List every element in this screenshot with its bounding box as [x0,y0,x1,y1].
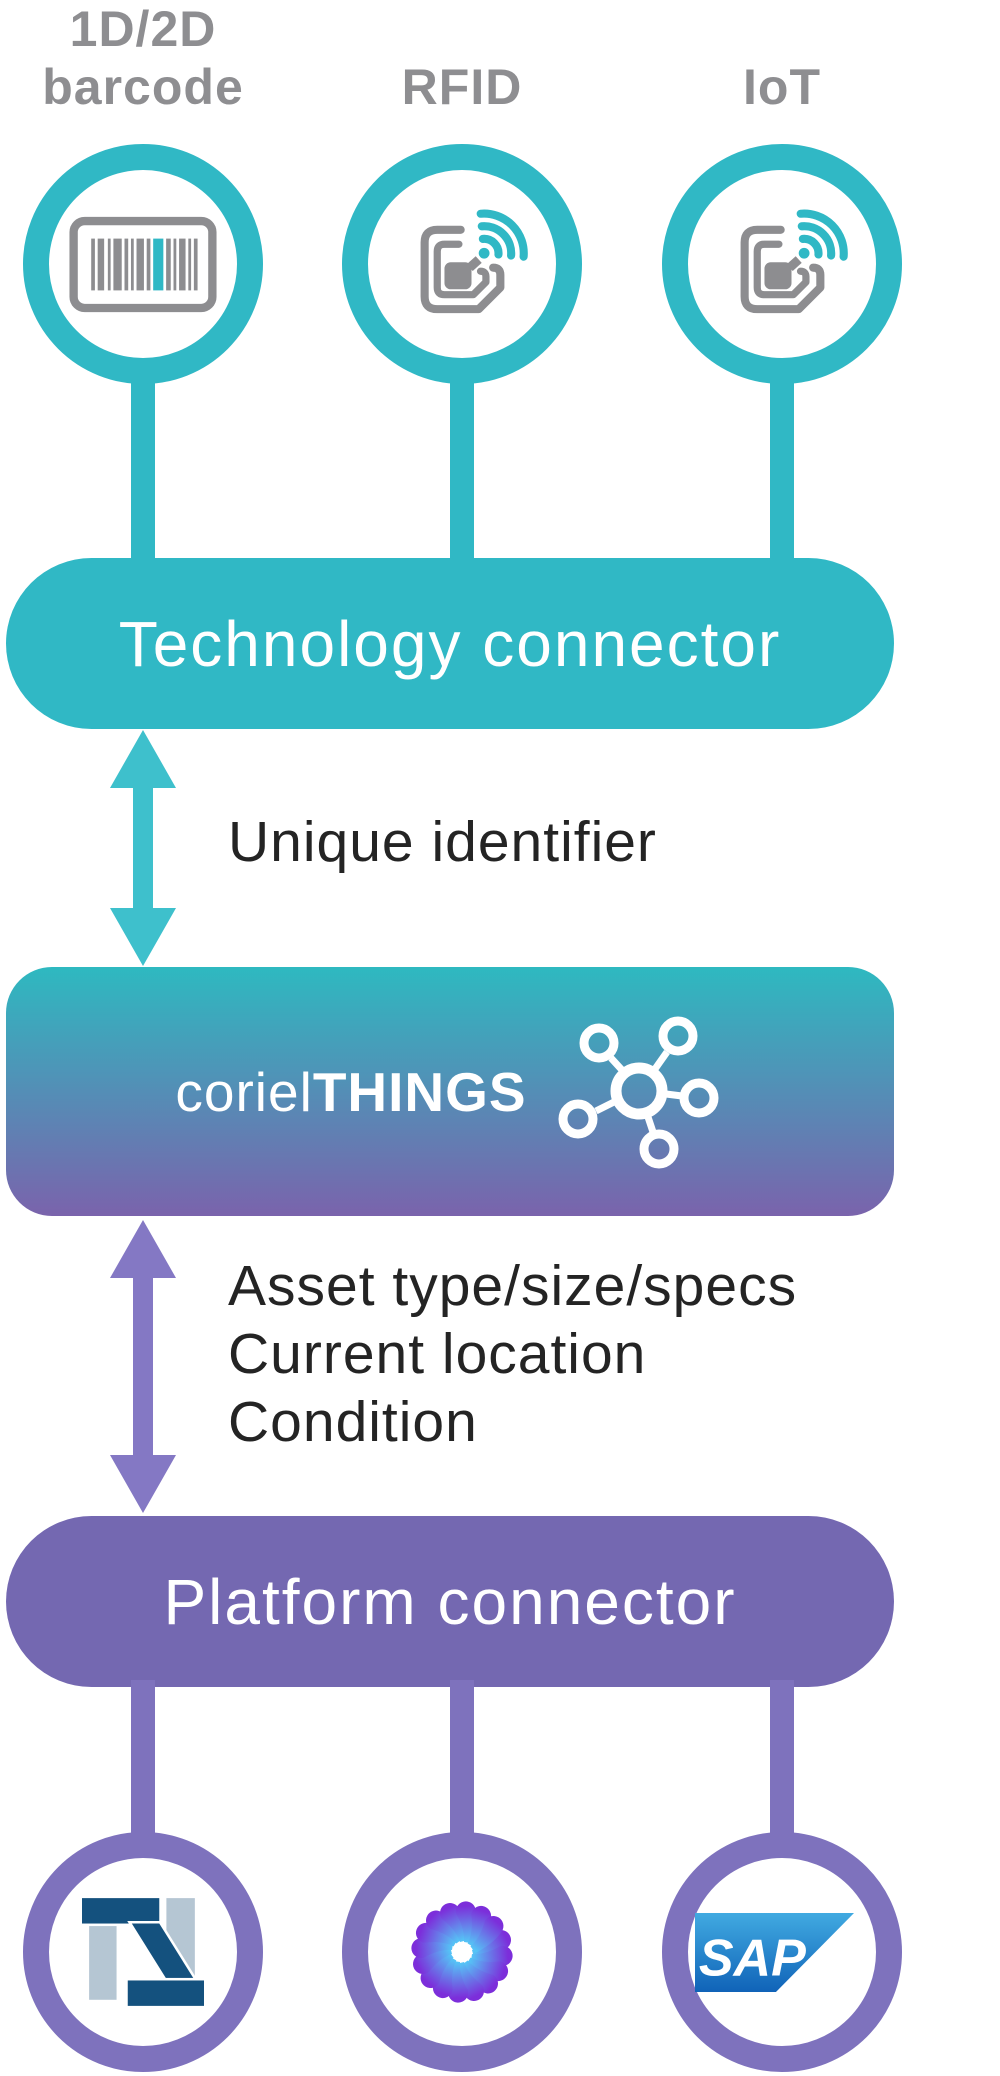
corielthings-box: corielTHINGS [6,967,894,1216]
corielthings-wordmark: corielTHINGS [175,1060,527,1123]
connector-line [131,378,155,560]
iot-node [662,144,902,384]
iot-tag-icon [740,209,848,313]
sap-node: SAP [662,1832,902,2072]
connector-line [770,378,794,560]
sap-logo-text: SAP [699,1929,806,1987]
network-hub-icon [558,1016,719,1168]
barcode-teal-stripe [153,238,164,290]
pinwheel-node [342,1832,582,2072]
connector-line [450,378,474,560]
label-rfid: RFID [401,59,523,115]
label-iot: IoT [743,59,821,115]
connector-line [450,1680,474,1845]
barcode-node [23,144,263,384]
unique-identifier-label: Unique identifier [228,810,657,874]
connector-line [131,1680,155,1845]
technology-connector-label: Technology connector [118,607,782,680]
technology-connector-bar: Technology connector [6,558,894,729]
rfid-tag-icon [420,209,528,313]
pinwheel-burst-logo [408,1898,516,2006]
label-1d2d-barcode: 1D/2D barcode [42,1,244,115]
connector-line [770,1680,794,1845]
rfid-node [342,144,582,384]
double-arrow-up-icon [110,730,176,966]
netsuite-node [23,1832,263,2072]
barcode-icon [69,216,217,312]
double-arrow-down-icon [110,1220,176,1513]
platform-connector-label: Platform connector [163,1565,737,1638]
sap-logo: SAP [695,1912,855,1992]
netsuite-logo [82,1898,204,2006]
asset-data-labels: Asset type/size/specs Current location C… [228,1254,798,1454]
platform-connector-bar: Platform connector [6,1516,894,1687]
